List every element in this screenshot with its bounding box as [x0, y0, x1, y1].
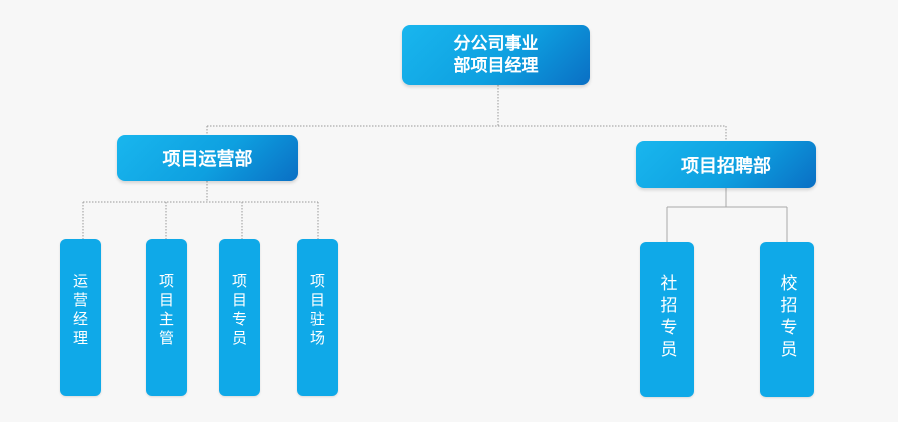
node-project-onsite-label: 项目驻场	[308, 273, 326, 349]
node-project-onsite: 项目驻场	[297, 239, 338, 396]
node-project-specialist-label: 项目专员	[230, 273, 248, 349]
node-operations-manager-label: 运营经理	[71, 273, 89, 349]
node-project-supervisor-label: 项目主管	[157, 273, 175, 349]
node-campus-recruitment-specialist: 校招专员	[760, 242, 814, 397]
node-project-recruitment-dept-label: 项目招聘部	[681, 155, 771, 177]
node-branch-project-manager-label: 分公司事业 部项目经理	[453, 34, 539, 76]
node-project-operations-dept-label: 项目运营部	[162, 149, 253, 170]
node-campus-recruitment-specialist-label: 校招专员	[776, 274, 797, 362]
node-project-operations-dept: 项目运营部	[117, 135, 298, 181]
node-project-specialist: 项目专员	[219, 239, 260, 396]
node-operations-manager: 运营经理	[60, 239, 101, 396]
node-social-recruitment-specialist-label: 社招专员	[656, 274, 677, 362]
node-branch-project-manager: 分公司事业 部项目经理	[402, 25, 590, 85]
node-project-recruitment-dept: 项目招聘部	[636, 141, 816, 188]
node-project-supervisor: 项目主管	[146, 239, 187, 396]
node-social-recruitment-specialist: 社招专员	[640, 242, 694, 397]
